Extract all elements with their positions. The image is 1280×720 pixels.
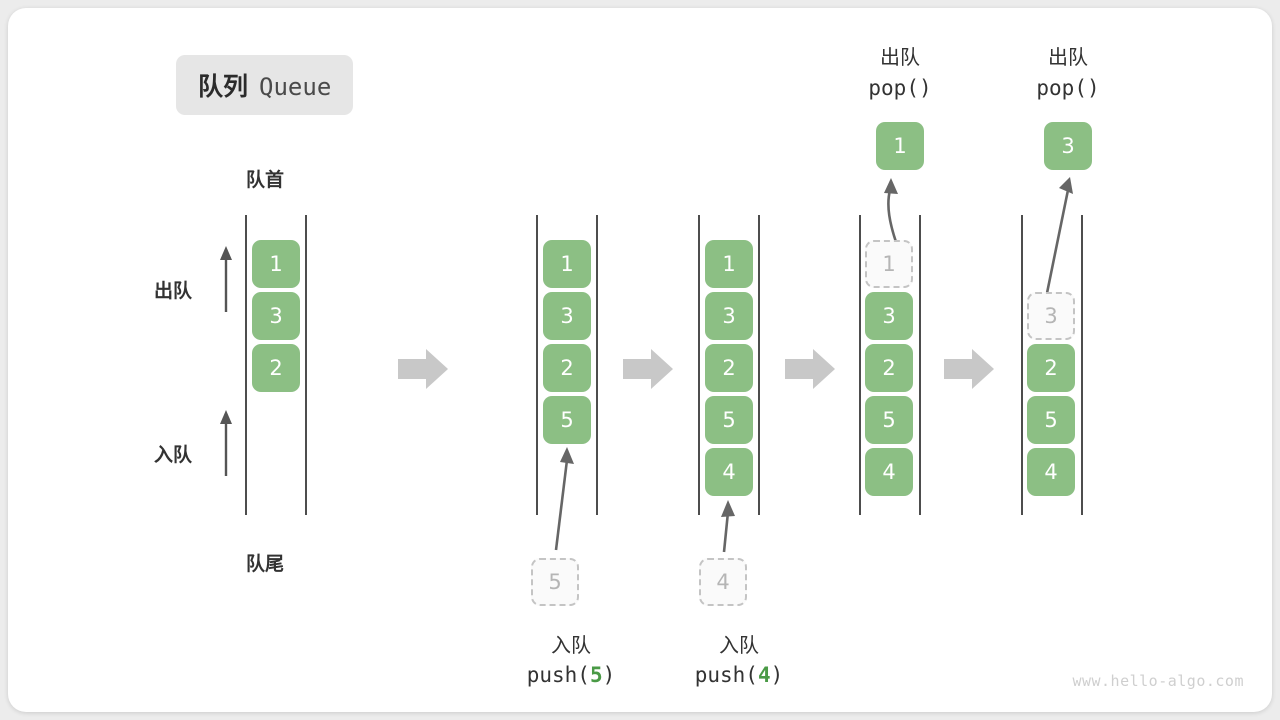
push-code-number: 5 [589, 663, 603, 687]
enqueue-direction-arrow [220, 410, 232, 476]
queue-cell: 5 [543, 396, 591, 444]
dequeue-direction-label: 出队 [154, 280, 193, 302]
title-chinese: 队列 [198, 72, 249, 101]
tail-label: 队尾 [246, 553, 285, 575]
dequeue-direction-arrow [220, 246, 232, 312]
push-arrow-5 [554, 447, 574, 551]
step-arrow-icon [398, 349, 448, 389]
queue-rail-right-3 [758, 215, 760, 515]
queue-cell: 3 [705, 292, 753, 340]
pop-caption-code: pop() [868, 76, 932, 100]
diagram-card: 队列 Queue 队首 队尾 出队 入队 1 3 2 1 3 2 5 5 入队 … [8, 8, 1272, 712]
title-english: Queue [259, 73, 332, 101]
queue-cell: 1 [705, 240, 753, 288]
push-caption-cn: 入队 [719, 633, 759, 657]
queue-cell: 3 [865, 292, 913, 340]
popped-cell: 1 [876, 122, 924, 170]
step-arrow-icon [944, 349, 994, 389]
queue-cell: 1 [252, 240, 300, 288]
pop-arrow-3 [1044, 177, 1073, 299]
queue-cell: 2 [865, 344, 913, 392]
push-caption-code: push(4) [669, 663, 809, 687]
queue-cell-popped: 1 [865, 240, 913, 288]
head-label: 队首 [246, 169, 285, 191]
queue-rail-right-2 [596, 215, 598, 515]
push-code-suffix: ) [770, 663, 784, 687]
queue-rail-right-4 [919, 215, 921, 515]
pop-caption-code: pop() [1036, 76, 1100, 100]
incoming-cell: 5 [531, 558, 579, 606]
queue-cell: 2 [1027, 344, 1075, 392]
queue-rail-left-2 [536, 215, 538, 515]
step-arrow-icon [623, 349, 673, 389]
push-caption-cn: 入队 [551, 633, 591, 657]
pop-arrow-1 [884, 178, 898, 243]
queue-rail-left-3 [698, 215, 700, 515]
queue-rail-left-5 [1021, 215, 1023, 515]
push-code-suffix: ) [602, 663, 616, 687]
queue-cell: 5 [1027, 396, 1075, 444]
pop-caption-cn: 出队 [1048, 45, 1088, 69]
enqueue-direction-label: 入队 [154, 444, 193, 466]
queue-cell: 4 [1027, 448, 1075, 496]
queue-cell: 2 [705, 344, 753, 392]
queue-rail-left-4 [859, 215, 861, 515]
incoming-cell: 4 [699, 558, 747, 606]
push-arrow-4 [721, 500, 735, 553]
pop-caption-cn: 出队 [880, 45, 920, 69]
queue-rail-right-1 [305, 215, 307, 515]
push-code-prefix: push( [694, 663, 758, 687]
queue-rail-left-1 [245, 215, 247, 515]
queue-cell: 4 [865, 448, 913, 496]
queue-cell: 5 [705, 396, 753, 444]
push-code-prefix: push( [526, 663, 590, 687]
push-code-number: 4 [757, 663, 771, 687]
queue-cell: 2 [543, 344, 591, 392]
queue-cell: 4 [705, 448, 753, 496]
watermark: www.hello-algo.com [1072, 672, 1244, 690]
step-arrow-icon [785, 349, 835, 389]
queue-cell-popped: 3 [1027, 292, 1075, 340]
queue-cell: 5 [865, 396, 913, 444]
queue-cell: 2 [252, 344, 300, 392]
queue-rail-right-5 [1081, 215, 1083, 515]
diagram-title-badge: 队列 Queue [176, 55, 354, 115]
queue-cell: 3 [543, 292, 591, 340]
queue-cell: 1 [543, 240, 591, 288]
push-caption-code: push(5) [501, 663, 641, 687]
queue-cell: 3 [252, 292, 300, 340]
popped-cell: 3 [1044, 122, 1092, 170]
